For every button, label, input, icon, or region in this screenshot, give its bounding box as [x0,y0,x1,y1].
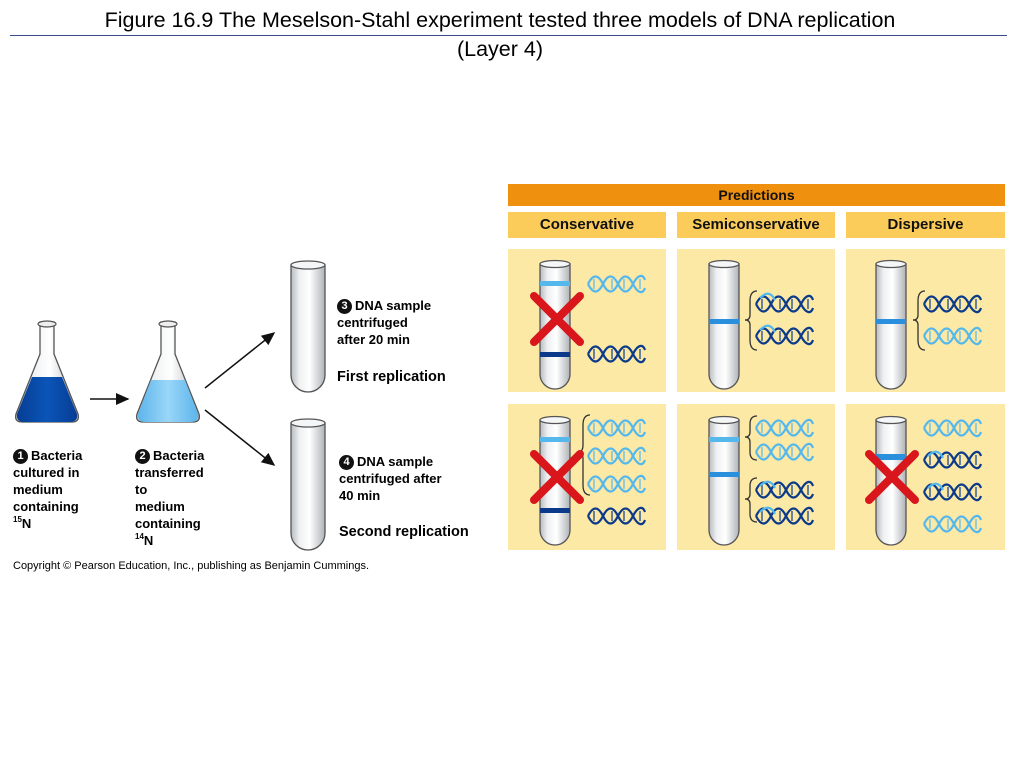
flask-icon [14,320,80,423]
step-number-2: 2 [135,449,150,464]
bracket-icon [744,290,758,351]
bracket-icon [744,477,758,523]
test-tube-icon [290,418,326,551]
dna-helix-icon [754,418,815,438]
first-replication-label: First replication [337,369,446,385]
dna-helix-icon [586,506,647,526]
dna-helix-icon [586,446,647,466]
test-tube-icon [290,260,326,393]
dna-helix-icon [754,506,815,526]
dna-helix-icon [586,418,647,438]
dna-helix-icon [754,442,815,462]
conservative-second-tube [539,415,571,546]
second-replication-label: Second replication [339,524,469,540]
dna-helix-icon [922,326,983,346]
dna-helix-icon [586,474,647,494]
reject-x-icon [530,292,584,346]
flask-icon [135,320,201,423]
dna-helix-icon [922,450,983,470]
title-underline [10,35,1007,36]
conservative-first-tube [539,259,571,390]
reject-x-icon [530,450,584,504]
dna-helix-icon [922,418,983,438]
dna-helix-icon [922,482,983,502]
step-number-4: 4 [339,455,354,470]
dna-helix-icon [586,344,647,364]
dna-helix-icon [754,326,815,346]
step-number-1: 1 [13,449,28,464]
slide-title: Figure 16.9 The Meselson-Stahl experimen… [0,6,1000,64]
dna-helix-icon [754,480,815,500]
bracket-icon [912,290,926,351]
reject-x-icon [865,450,919,504]
bracket-icon [744,415,758,461]
dna-helix-icon [922,294,983,314]
dna-helix-icon [586,274,647,294]
title-line-1: Figure 16.9 The Meselson-Stahl experimen… [104,8,896,32]
step-number-3: 3 [337,299,352,314]
copyright-notice: Copyright © Pearson Education, Inc., pub… [13,560,370,572]
dna-helix-icon [922,514,983,534]
dispersive-first-tube [875,259,907,390]
dispersive-second-tube [875,415,907,546]
title-line-2: (Layer 4) [456,37,544,61]
semiconservative-second-tube [708,415,740,546]
arrow-icon [204,332,276,389]
semiconservative-first-tube [708,259,740,390]
dna-helix-icon [754,294,815,314]
arrow-icon [204,409,276,466]
